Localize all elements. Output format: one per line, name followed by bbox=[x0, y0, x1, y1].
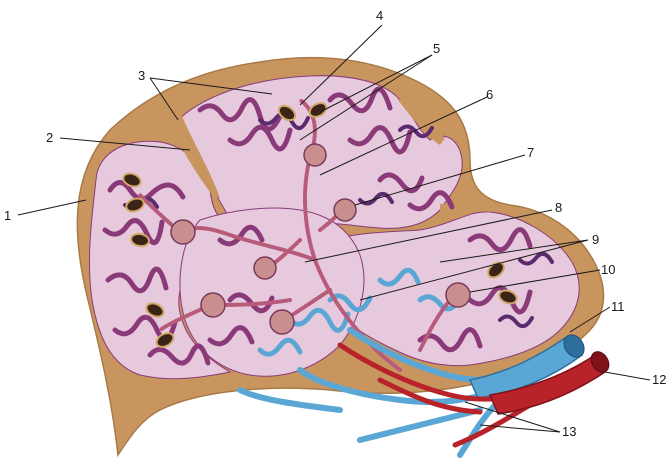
label-11: 11 bbox=[611, 299, 625, 314]
nodule-3 bbox=[171, 220, 195, 244]
label-13: 13 bbox=[562, 424, 576, 439]
nodule-5 bbox=[201, 293, 225, 317]
label-6: 6 bbox=[486, 87, 493, 102]
label-12: 12 bbox=[652, 372, 666, 387]
nodule-7 bbox=[446, 283, 470, 307]
nodule-4 bbox=[254, 257, 276, 279]
label-3: 3 bbox=[138, 68, 145, 83]
label-5: 5 bbox=[433, 41, 440, 56]
label-4: 4 bbox=[376, 8, 383, 23]
label-1: 1 bbox=[4, 208, 11, 223]
trabecula-3 bbox=[440, 203, 490, 212]
label-2: 2 bbox=[46, 130, 53, 145]
label-7: 7 bbox=[527, 145, 534, 160]
nodule-6 bbox=[270, 310, 294, 334]
label-10: 10 bbox=[601, 262, 615, 277]
label-8: 8 bbox=[555, 200, 562, 215]
nodule-1 bbox=[304, 144, 326, 166]
label-9: 9 bbox=[592, 232, 599, 247]
nodule-2 bbox=[334, 199, 356, 221]
